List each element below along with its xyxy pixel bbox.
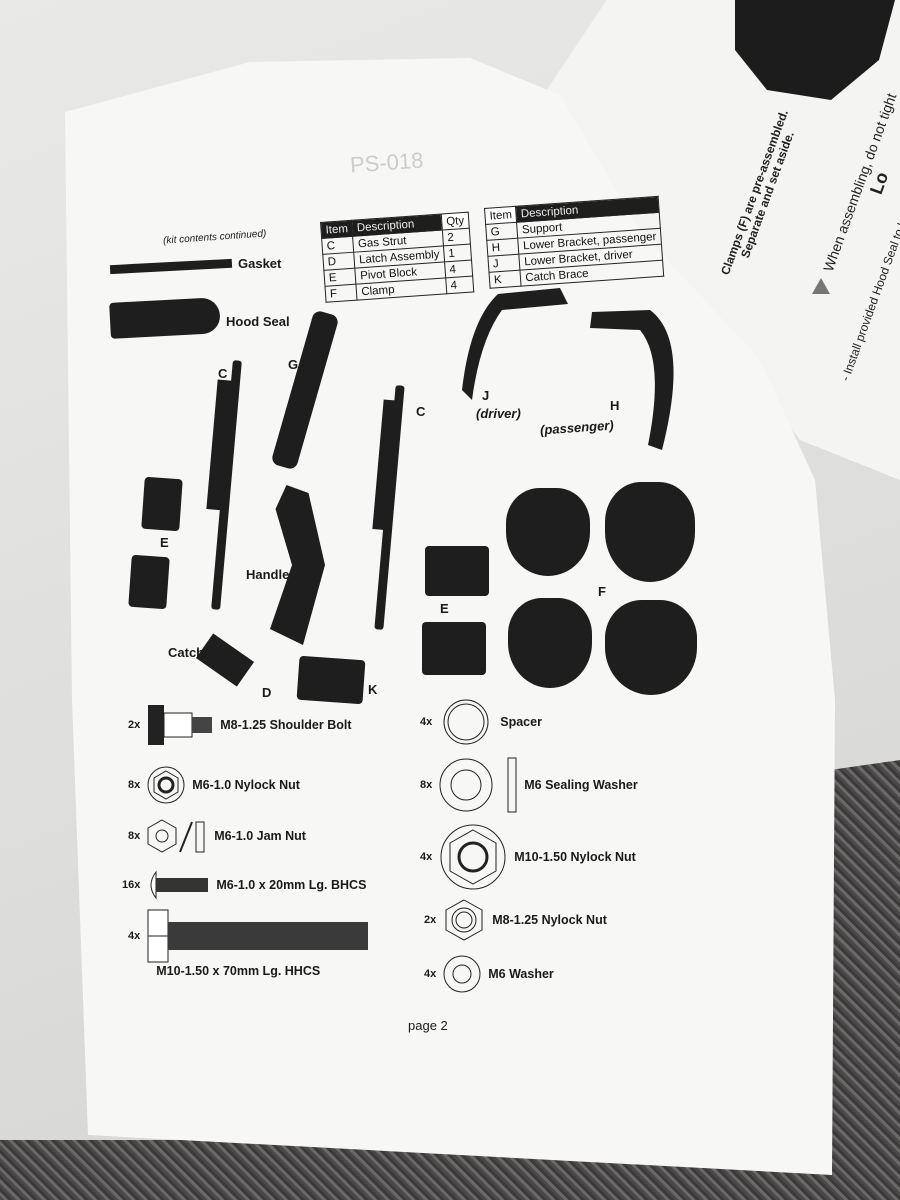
hardware-name: M6 Sealing Washer: [524, 778, 638, 792]
col-qty: Qty: [441, 212, 470, 230]
hardware-qty: 4x: [424, 968, 437, 980]
button-head-screw-icon: [150, 870, 209, 900]
hardware-item: 4x Spacer: [420, 698, 542, 746]
hardware-item: 8x M6-1.0 Nylock Nut: [128, 765, 300, 805]
bracket-j-label: J: [482, 388, 490, 403]
cell: 4: [444, 260, 473, 278]
bracket-j-sublabel: (driver): [476, 406, 521, 421]
hardware-name: M10-1.50 Nylock Nut: [514, 850, 636, 864]
hardware-item: 4x M6 Washer: [424, 954, 554, 994]
clamp-part: [605, 600, 697, 695]
hardware-name: M10-1.50 x 70mm Lg. HHCS: [156, 964, 321, 978]
cell: F: [324, 284, 358, 303]
page-number: page 2: [408, 1018, 448, 1033]
hardware-item: 2x M8-1.25 Shoulder Bolt: [128, 703, 352, 747]
hardware-item: 16x M6-1.0 x 20mm Lg. BHCS: [122, 870, 366, 900]
hardware-name: M6-1.0 Nylock Nut: [192, 778, 300, 792]
support-g-label: G: [288, 357, 299, 372]
clamp-f-label: F: [598, 584, 606, 599]
bracket-h-shape: [590, 310, 674, 450]
clamp-part: [605, 482, 695, 582]
clamp-part: [506, 488, 590, 576]
hardware-qty: 2x: [424, 914, 437, 926]
hardware-item: 8x M6-1.0 Jam Nut: [128, 818, 306, 854]
hardware-qty: 8x: [128, 830, 141, 842]
hardware-item: 4x M10-1.50 Nylock Nut: [420, 822, 636, 892]
pivot-block-part: [422, 622, 486, 675]
hardware-qty: 8x: [128, 779, 141, 791]
clamp-part: [508, 598, 592, 688]
hardware-item: 4x M10-1.50 x 70mm Lg. HHCS: [128, 908, 372, 978]
catch-label: Catch: [168, 645, 205, 660]
hardware-item: 2x M8-1.25 Nylock Nut: [424, 898, 607, 942]
strut-c-label: C: [416, 404, 426, 419]
cell: 2: [442, 228, 471, 246]
hardware-name: M6-1.0 x 20mm Lg. BHCS: [216, 878, 367, 892]
latch-d-label: D: [262, 685, 272, 700]
shoulder-bolt-icon: [148, 705, 213, 745]
hardware-qty: 8x: [420, 779, 433, 791]
bracket-j-shape: [462, 288, 568, 400]
bracket-h-label: H: [610, 398, 620, 413]
pivot-block-part: [141, 476, 183, 532]
hardware-name: M6 Washer: [488, 967, 554, 981]
nylock-nut-icon: [445, 899, 483, 941]
hardware-name: Spacer: [500, 715, 542, 729]
hardware-name: M8-1.25 Shoulder Bolt: [220, 718, 352, 732]
cell: 1: [443, 244, 472, 262]
hardware-qty: 16x: [122, 879, 141, 891]
pivot-block-e-label: E: [160, 535, 169, 550]
warning-icon: [812, 278, 830, 294]
pivot-block-part: [128, 554, 170, 610]
nylock-nut-icon: [147, 766, 185, 804]
strut-c-label: C: [218, 366, 228, 381]
page-stamp: PS-018: [349, 147, 425, 178]
sealing-washer-icon: [439, 757, 517, 813]
hardware-qty: 4x: [420, 716, 433, 728]
washer-icon: [443, 955, 481, 993]
pivot-block-part: [425, 546, 489, 596]
hardware-name: M6-1.0 Jam Nut: [214, 829, 306, 843]
hex-head-bolt-group: M10-1.50 x 70mm Lg. HHCS: [146, 908, 372, 978]
hood-seal-part: [109, 297, 221, 339]
pivot-block-e-label: E: [440, 601, 449, 616]
hood-seal-label: Hood Seal: [226, 314, 290, 329]
lower-brackets: [462, 288, 674, 450]
nylock-nut-icon: [440, 824, 506, 890]
hex-head-bolt-icon: [147, 909, 369, 963]
handle-label: Handle: [246, 567, 290, 582]
hardware-item: 8x M6 Sealing Washer: [420, 756, 638, 814]
hardware-qty: 4x: [420, 851, 433, 863]
hardware-qty: 2x: [128, 719, 141, 731]
hardware-qty: 4x: [128, 930, 141, 942]
catch-brace-k-label: K: [368, 682, 378, 697]
gasket-label: Gasket: [238, 256, 282, 271]
catch-brace-part: [296, 655, 366, 705]
hardware-name: M8-1.25 Nylock Nut: [492, 913, 607, 927]
jam-nut-icon: [147, 819, 205, 853]
spacer-icon: [443, 699, 489, 745]
